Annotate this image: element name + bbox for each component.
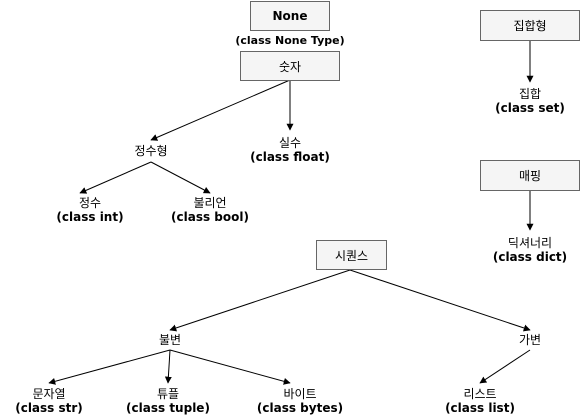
node-str: 문자열 (class str) xyxy=(9,387,89,415)
node-set: 집합 (class set) xyxy=(490,87,570,115)
node-tuple-ko: 튜플 xyxy=(156,387,180,401)
edge-integer-bool xyxy=(150,161,211,194)
node-dict-ko: 딕셔너리 xyxy=(507,236,553,250)
node-set-type: 집합형 xyxy=(480,10,580,41)
node-bool: 불리언 (class bool) xyxy=(165,196,255,224)
edge-sequence-mutable xyxy=(349,269,531,332)
node-number: 숫자 xyxy=(240,51,340,81)
edge-immutable-tuple xyxy=(164,349,172,384)
node-bool-en: (class bool) xyxy=(171,210,249,224)
node-integer-label: 정수형 xyxy=(134,144,168,158)
edge-sequence-immutable xyxy=(169,269,351,332)
node-immutable-label: 불변 xyxy=(158,333,182,347)
node-set-en: (class set) xyxy=(495,101,565,115)
node-immutable: 불변 xyxy=(145,333,195,347)
edge-integer-int xyxy=(79,161,152,194)
node-int-ko: 정수 xyxy=(78,196,102,210)
node-str-ko: 문자열 xyxy=(32,387,66,401)
node-set-type-label: 집합형 xyxy=(513,19,547,33)
edge-number-integer xyxy=(150,79,291,141)
node-bool-ko: 불리언 xyxy=(193,196,227,210)
node-none: None xyxy=(250,1,330,31)
node-bytes-en: (class bytes) xyxy=(256,401,344,415)
node-float-en: (class float) xyxy=(250,150,330,164)
node-number-label: 숫자 xyxy=(278,59,302,74)
node-tuple: 튜플 (class tuple) xyxy=(123,387,213,415)
node-tuple-en: (class tuple) xyxy=(126,401,210,415)
node-str-en: (class str) xyxy=(15,401,83,415)
node-mapping: 매핑 xyxy=(480,160,580,191)
node-bytes-ko: 바이트 xyxy=(283,387,317,401)
node-mutable: 가변 xyxy=(505,333,555,347)
node-dict: 딕셔너리 (class dict) xyxy=(485,236,575,264)
edge-immutable-bytes xyxy=(169,349,291,385)
node-integer: 정수형 xyxy=(121,144,181,158)
node-int: 정수 (class int) xyxy=(45,196,135,224)
node-dict-en: (class dict) xyxy=(492,250,568,264)
node-mapping-label: 매핑 xyxy=(518,169,542,183)
node-none-label: None xyxy=(272,9,308,23)
node-mutable-label: 가변 xyxy=(518,333,542,347)
node-list: 리스트 (class list) xyxy=(435,387,525,415)
node-set-ko: 집합 xyxy=(518,87,542,101)
node-sequence-label: 시퀀스 xyxy=(334,248,369,263)
node-list-ko: 리스트 xyxy=(463,387,497,401)
node-float-ko: 실수 xyxy=(278,136,302,150)
node-float: 실수 (class float) xyxy=(245,136,335,164)
node-bytes: 바이트 (class bytes) xyxy=(245,387,355,415)
node-sequence: 시퀀스 xyxy=(316,240,387,270)
edge-immutable-str xyxy=(48,349,171,385)
node-list-en: (class list) xyxy=(445,401,515,415)
edge-mutable-list xyxy=(479,349,531,384)
node-int-en: (class int) xyxy=(56,210,124,224)
node-none-type-label: (class None Type) xyxy=(235,34,345,47)
